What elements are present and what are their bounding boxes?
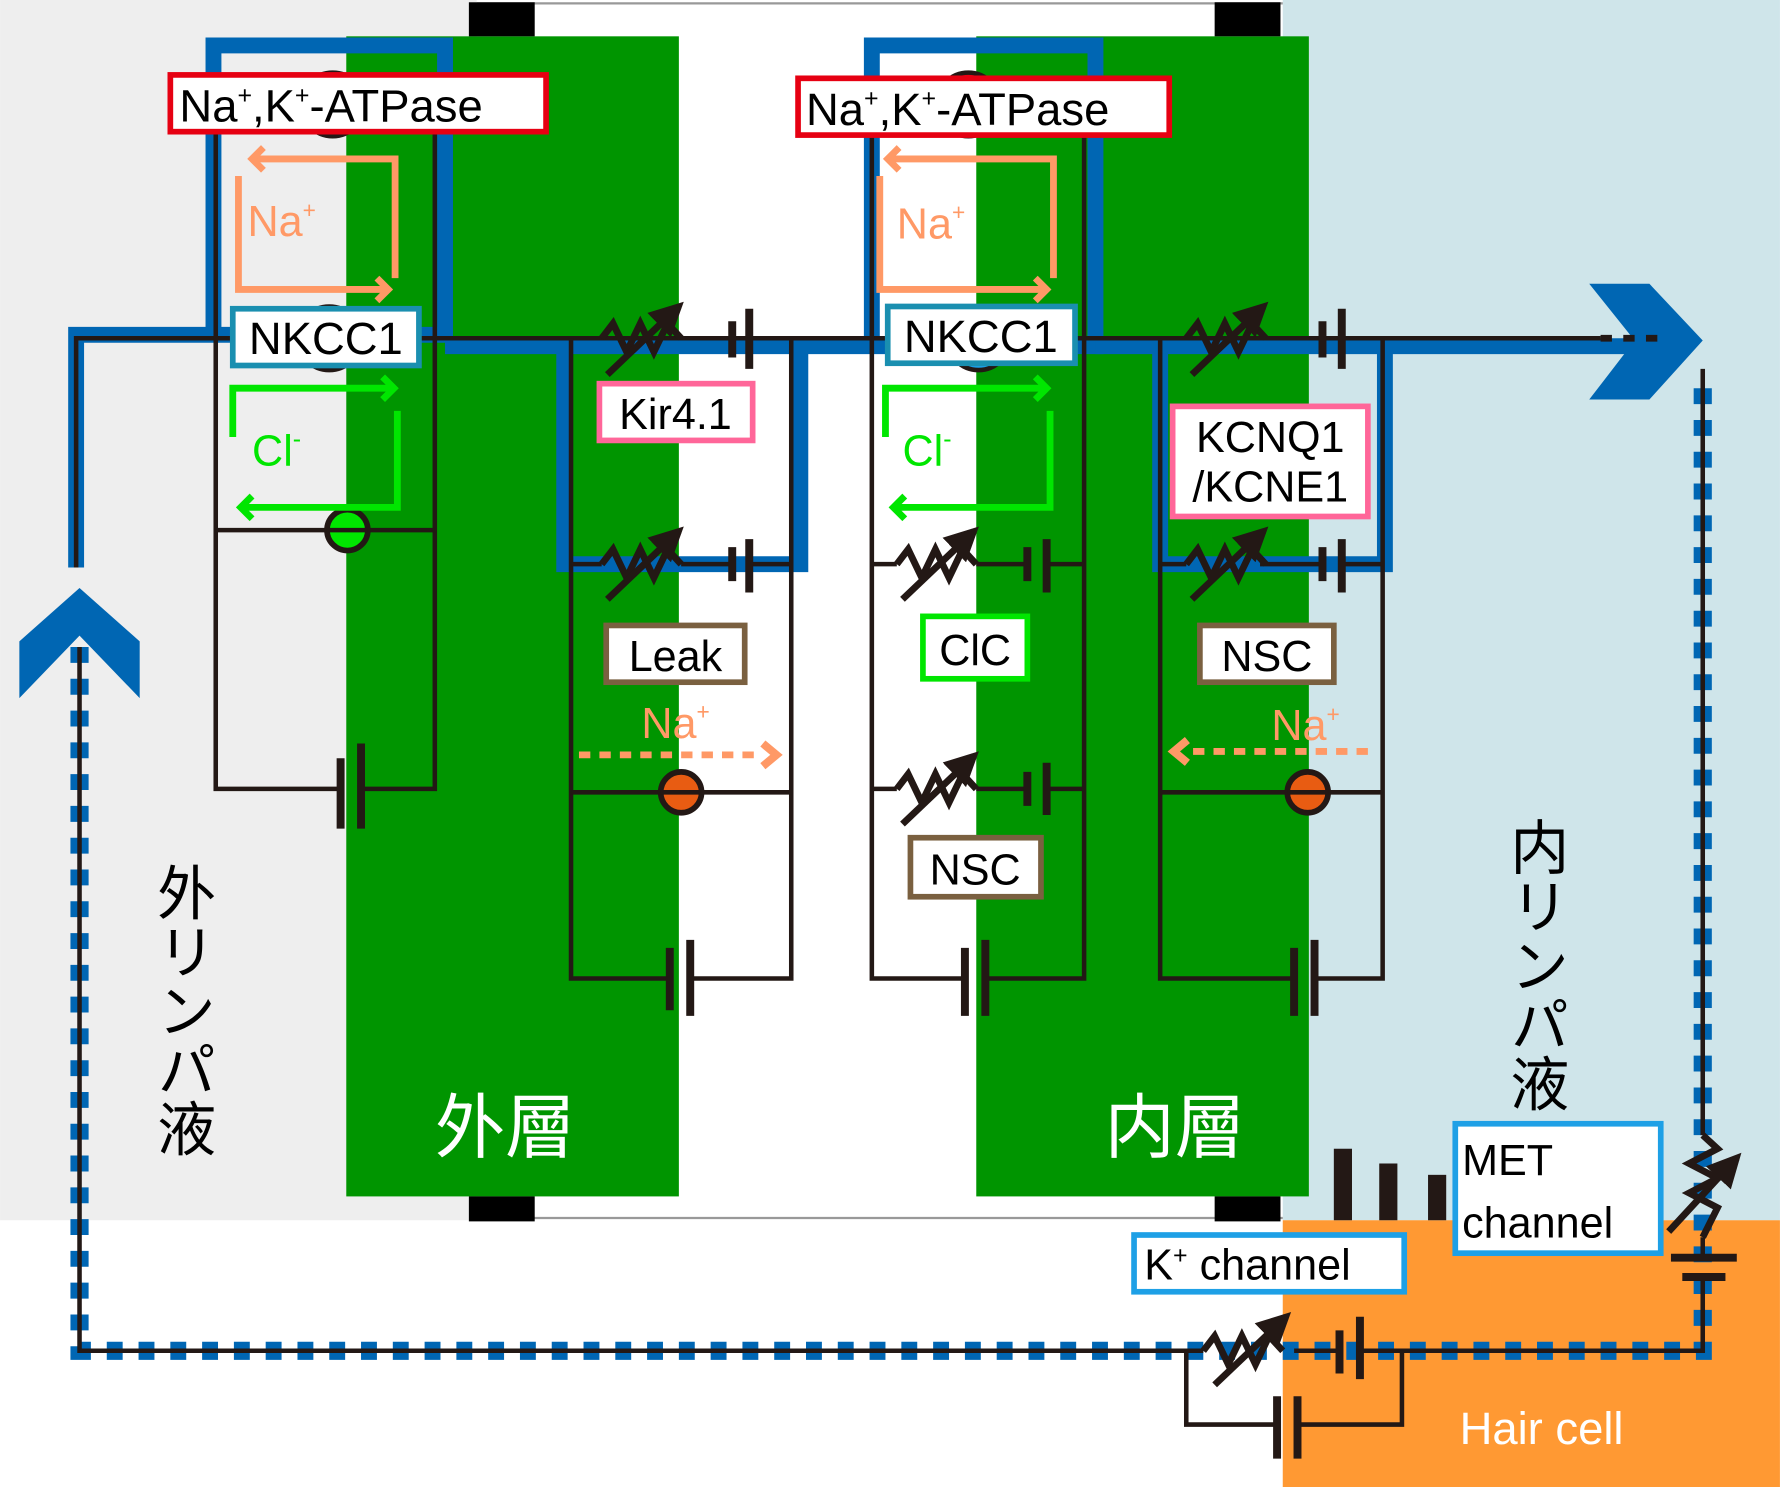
tight-junction [468, 1196, 535, 1222]
svg-text:KCNQ1: KCNQ1 [1196, 414, 1345, 462]
hair-cell-label: Hair cell [1460, 1403, 1624, 1454]
outer-nkcc1-label: NKCC1 [229, 305, 422, 369]
stereocilium [1428, 1174, 1447, 1221]
nsc-basal-label: NSC [907, 834, 1044, 900]
outer-atpase-label: Na+,K+-ATPase [167, 72, 549, 135]
k-channel-label: K+ channel [1131, 1232, 1408, 1295]
svg-text:Leak: Leak [629, 633, 723, 681]
stereocilium [1379, 1163, 1398, 1221]
tight-junction [1214, 1196, 1281, 1222]
leak-label: Leak [603, 622, 748, 686]
variable-resistor-icons [598, 301, 1742, 1388]
svg-text:NSC: NSC [930, 846, 1021, 894]
endolymph-region [1282, 0, 1780, 1221]
svg-text:NSC: NSC [1221, 633, 1312, 681]
svg-text:channel: channel [1462, 1199, 1613, 1247]
battery-icons [336, 308, 1737, 1459]
inner-layer-cell [976, 36, 1309, 1197]
svg-text:Kir4.1: Kir4.1 [619, 391, 732, 439]
outer-layer-label: 外層 [435, 1087, 576, 1169]
inner-layer-label: 内層 [1105, 1087, 1246, 1169]
nsc-apical-label: NSC [1197, 622, 1337, 686]
met-channel-label: MET channel [1452, 1120, 1664, 1257]
svg-text:K+ channel: K+ channel [1144, 1241, 1350, 1289]
svg-text:Na+,K+-ATPase: Na+,K+-ATPase [806, 84, 1109, 135]
svg-text:Na+,K+-ATPase: Na+,K+-ATPase [179, 80, 482, 131]
outer-layer-cell [346, 36, 679, 1197]
svg-text:ClC: ClC [939, 627, 1011, 675]
na-flux-label: Na+ [641, 699, 709, 748]
inner-nkcc1-label: NKCC1 [884, 303, 1078, 367]
svg-text:/KCNE1: /KCNE1 [1192, 464, 1348, 512]
tight-junction [468, 2, 535, 37]
cl-recycling-arrows [229, 374, 1054, 522]
na-flux-label: Na+ [1271, 701, 1339, 750]
na-ion-label: Na+ [248, 197, 316, 246]
stereocilium [1333, 1148, 1352, 1221]
svg-text:MET: MET [1462, 1137, 1553, 1185]
tight-junction [1214, 2, 1281, 37]
current-arrow-up-icon [19, 587, 140, 699]
cl-ion-label: Cl- [252, 425, 301, 475]
kir41-label: Kir4.1 [596, 380, 756, 444]
perilymph-label: 外リンパ液 [147, 863, 216, 1158]
cl-ion-label: Cl- [902, 425, 951, 475]
endolymph-label: 内リンパ液 [1500, 817, 1569, 1112]
clc-label: ClC [920, 613, 1031, 682]
na-recycling-arrows [235, 145, 1057, 304]
svg-text:NKCC1: NKCC1 [904, 311, 1058, 362]
circuit-wires [73, 124, 1706, 1427]
inner-atpase-label: Na+,K+-ATPase [795, 75, 1173, 138]
svg-text:NKCC1: NKCC1 [249, 313, 403, 364]
kcnq1-kcne1-label: KCNQ1 /KCNE1 [1169, 403, 1371, 520]
na-flux-arrows [578, 737, 1368, 770]
na-ion-label: Na+ [897, 199, 965, 248]
